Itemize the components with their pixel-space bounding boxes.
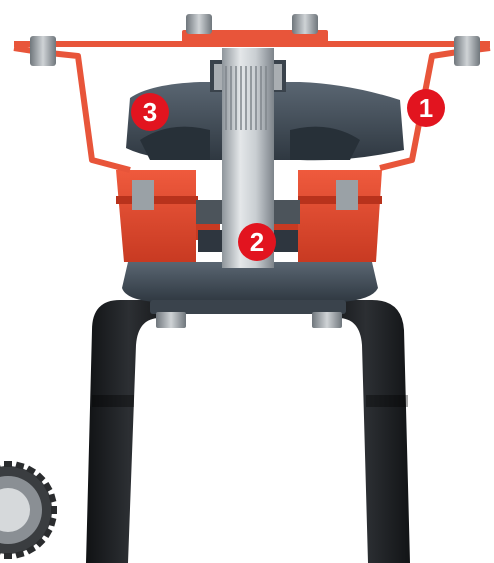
callout-3: 3: [131, 93, 169, 131]
gear-tooth: [35, 537, 46, 548]
callout-3-label: 3: [143, 97, 157, 127]
callout-2: 2: [238, 223, 276, 261]
gear-tooth: [26, 465, 36, 475]
gear-tooth: [15, 550, 25, 559]
gear-tooth: [43, 482, 53, 492]
top-frame: [13, 14, 491, 173]
blade-arms: [86, 300, 410, 563]
gear-tooth: [51, 506, 57, 514]
gear-tooth: [26, 545, 36, 555]
gear-tooth: [35, 472, 46, 483]
callout-2-label: 2: [250, 227, 264, 257]
callout-1-label: 1: [419, 93, 433, 123]
gear-tooth: [4, 461, 12, 467]
callout-1: 1: [407, 89, 445, 127]
gear-tooth: [48, 517, 57, 527]
partial-gear: [0, 461, 57, 559]
gear-tooth: [15, 461, 25, 470]
gear-tooth: [48, 493, 57, 503]
gear-tooth: [4, 553, 12, 559]
lower-base: [122, 262, 378, 328]
gear-tooth: [43, 528, 53, 538]
